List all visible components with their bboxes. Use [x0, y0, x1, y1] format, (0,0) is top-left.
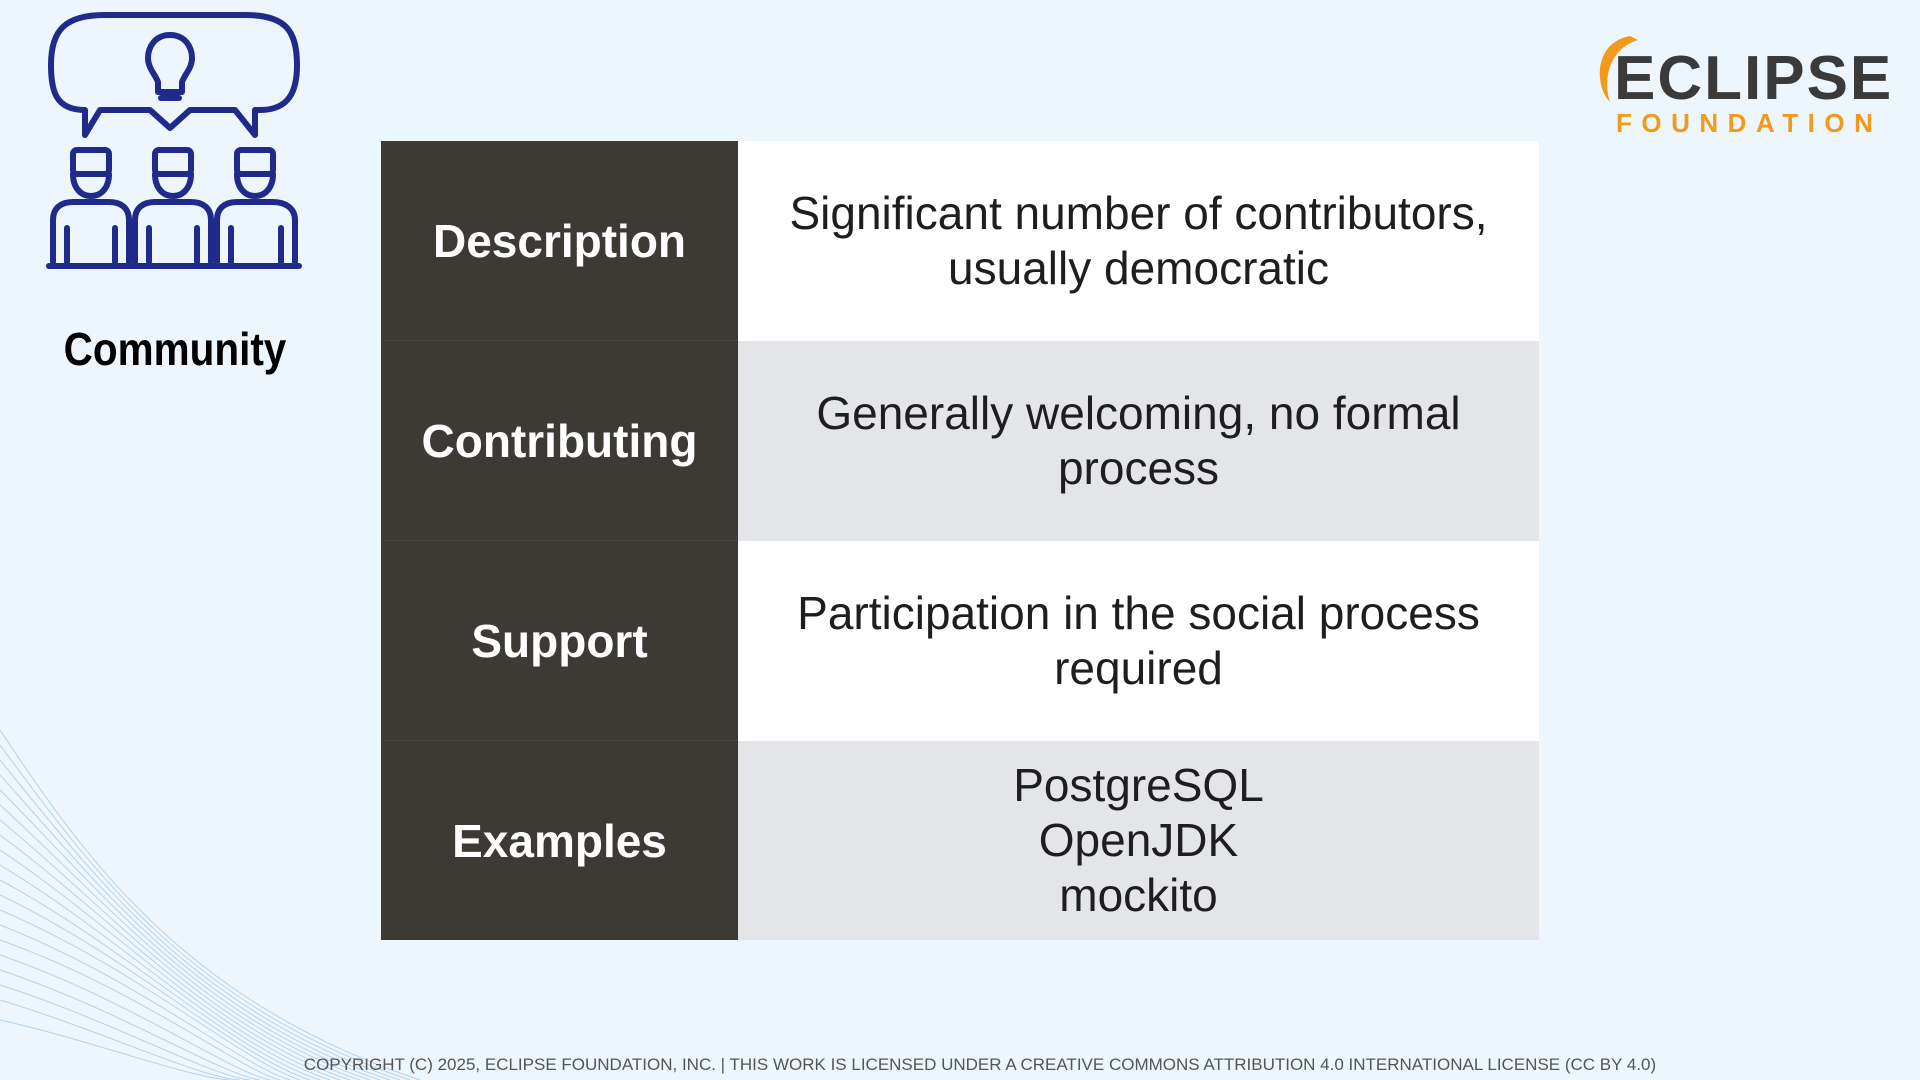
table-row: Support Participation in the social proc…: [381, 541, 1539, 741]
eclipse-arc-icon: [1599, 36, 1638, 102]
community-icon: [46, 12, 302, 269]
copyright-footer: COPYRIGHT (C) 2025, ECLIPSE FOUNDATION, …: [303, 1055, 1657, 1074]
logo-wordmark: ECLIPSE: [1614, 44, 1894, 113]
table-row: Examples PostgreSQL OpenJDK mockito: [381, 741, 1539, 940]
table-row: Contributing Generally welcoming, no for…: [381, 341, 1539, 541]
community-table: Description Significant number of contri…: [381, 141, 1539, 940]
background-wave: [0, 729, 420, 1080]
logo-subtitle: FOUNDATION: [1616, 108, 1883, 138]
row-value-description: Significant number of contributors, usua…: [738, 141, 1539, 341]
row-value-examples: PostgreSQL OpenJDK mockito: [738, 741, 1539, 940]
eclipse-foundation-logo: ECLIPSE FOUNDATION: [1590, 30, 1894, 140]
community-label: Community: [63, 323, 287, 375]
row-value-support: Participation in the social process requ…: [738, 541, 1539, 741]
table-row: Description Significant number of contri…: [381, 141, 1539, 341]
row-value-contributing: Generally welcoming, no formal process: [738, 341, 1539, 541]
row-header-description: Description: [381, 141, 738, 341]
row-header-contributing: Contributing: [381, 341, 738, 541]
row-header-examples: Examples: [381, 741, 738, 940]
row-header-support: Support: [381, 541, 738, 741]
